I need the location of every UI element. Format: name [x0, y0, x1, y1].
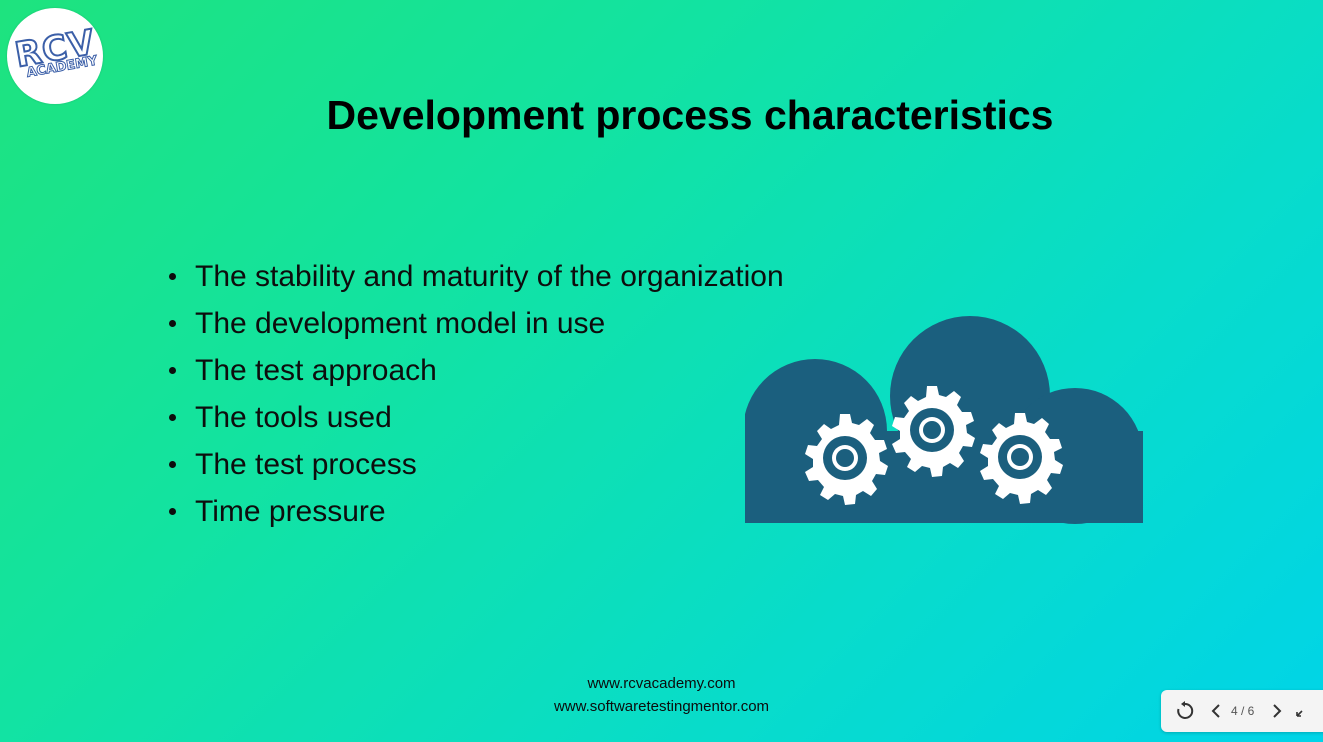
previous-slide-button[interactable]	[1211, 704, 1221, 718]
cloud-gears-icon	[745, 316, 1143, 524]
footer: www.rcvacademy.com www.softwaretestingme…	[0, 672, 1323, 718]
refresh-icon	[1177, 701, 1194, 719]
bullet-dot	[169, 414, 176, 421]
slide-title: Development process characteristics	[326, 92, 1054, 138]
bullet-dot	[169, 320, 176, 327]
chevron-left-icon	[1211, 704, 1220, 718]
footer-link-rcvacademy: www.rcvacademy.com	[587, 675, 736, 692]
next-slide-button[interactable]	[1272, 704, 1282, 718]
bullet-item: The development model in use	[169, 300, 784, 347]
bullet-list: The stability and maturity of the organi…	[169, 253, 784, 535]
footer-link-softwaretestingmentor: www.softwaretestingmentor.com	[553, 698, 770, 715]
chevron-right-icon	[1273, 704, 1282, 718]
bullet-item: The stability and maturity of the organi…	[169, 253, 784, 300]
bullet-item: The test approach	[169, 347, 784, 394]
bullet-item: The test process	[169, 441, 784, 488]
bullet-item: Time pressure	[169, 488, 784, 535]
bullet-text: The test process	[195, 447, 417, 481]
page-counter: 4 / 6	[1231, 704, 1255, 718]
expand-icon	[1296, 710, 1303, 717]
bullet-dot	[169, 367, 176, 374]
bullet-text: The development model in use	[195, 306, 606, 340]
bullet-text: The test approach	[195, 353, 437, 387]
bullet-text: The tools used	[195, 400, 392, 434]
bullet-text: The stability and maturity of the organi…	[195, 259, 784, 293]
refresh-button[interactable]	[1175, 701, 1195, 721]
bullet-dot	[169, 273, 176, 280]
expand-button[interactable]	[1296, 705, 1308, 717]
rcv-academy-logo: RCV ACADEMY	[7, 8, 103, 104]
bullet-item: The tools used	[169, 394, 784, 441]
slide-navigation-bar: 4 / 6	[1161, 690, 1323, 732]
bullet-dot	[169, 508, 176, 515]
bullet-text: Time pressure	[195, 494, 386, 528]
bullet-dot	[169, 461, 176, 468]
